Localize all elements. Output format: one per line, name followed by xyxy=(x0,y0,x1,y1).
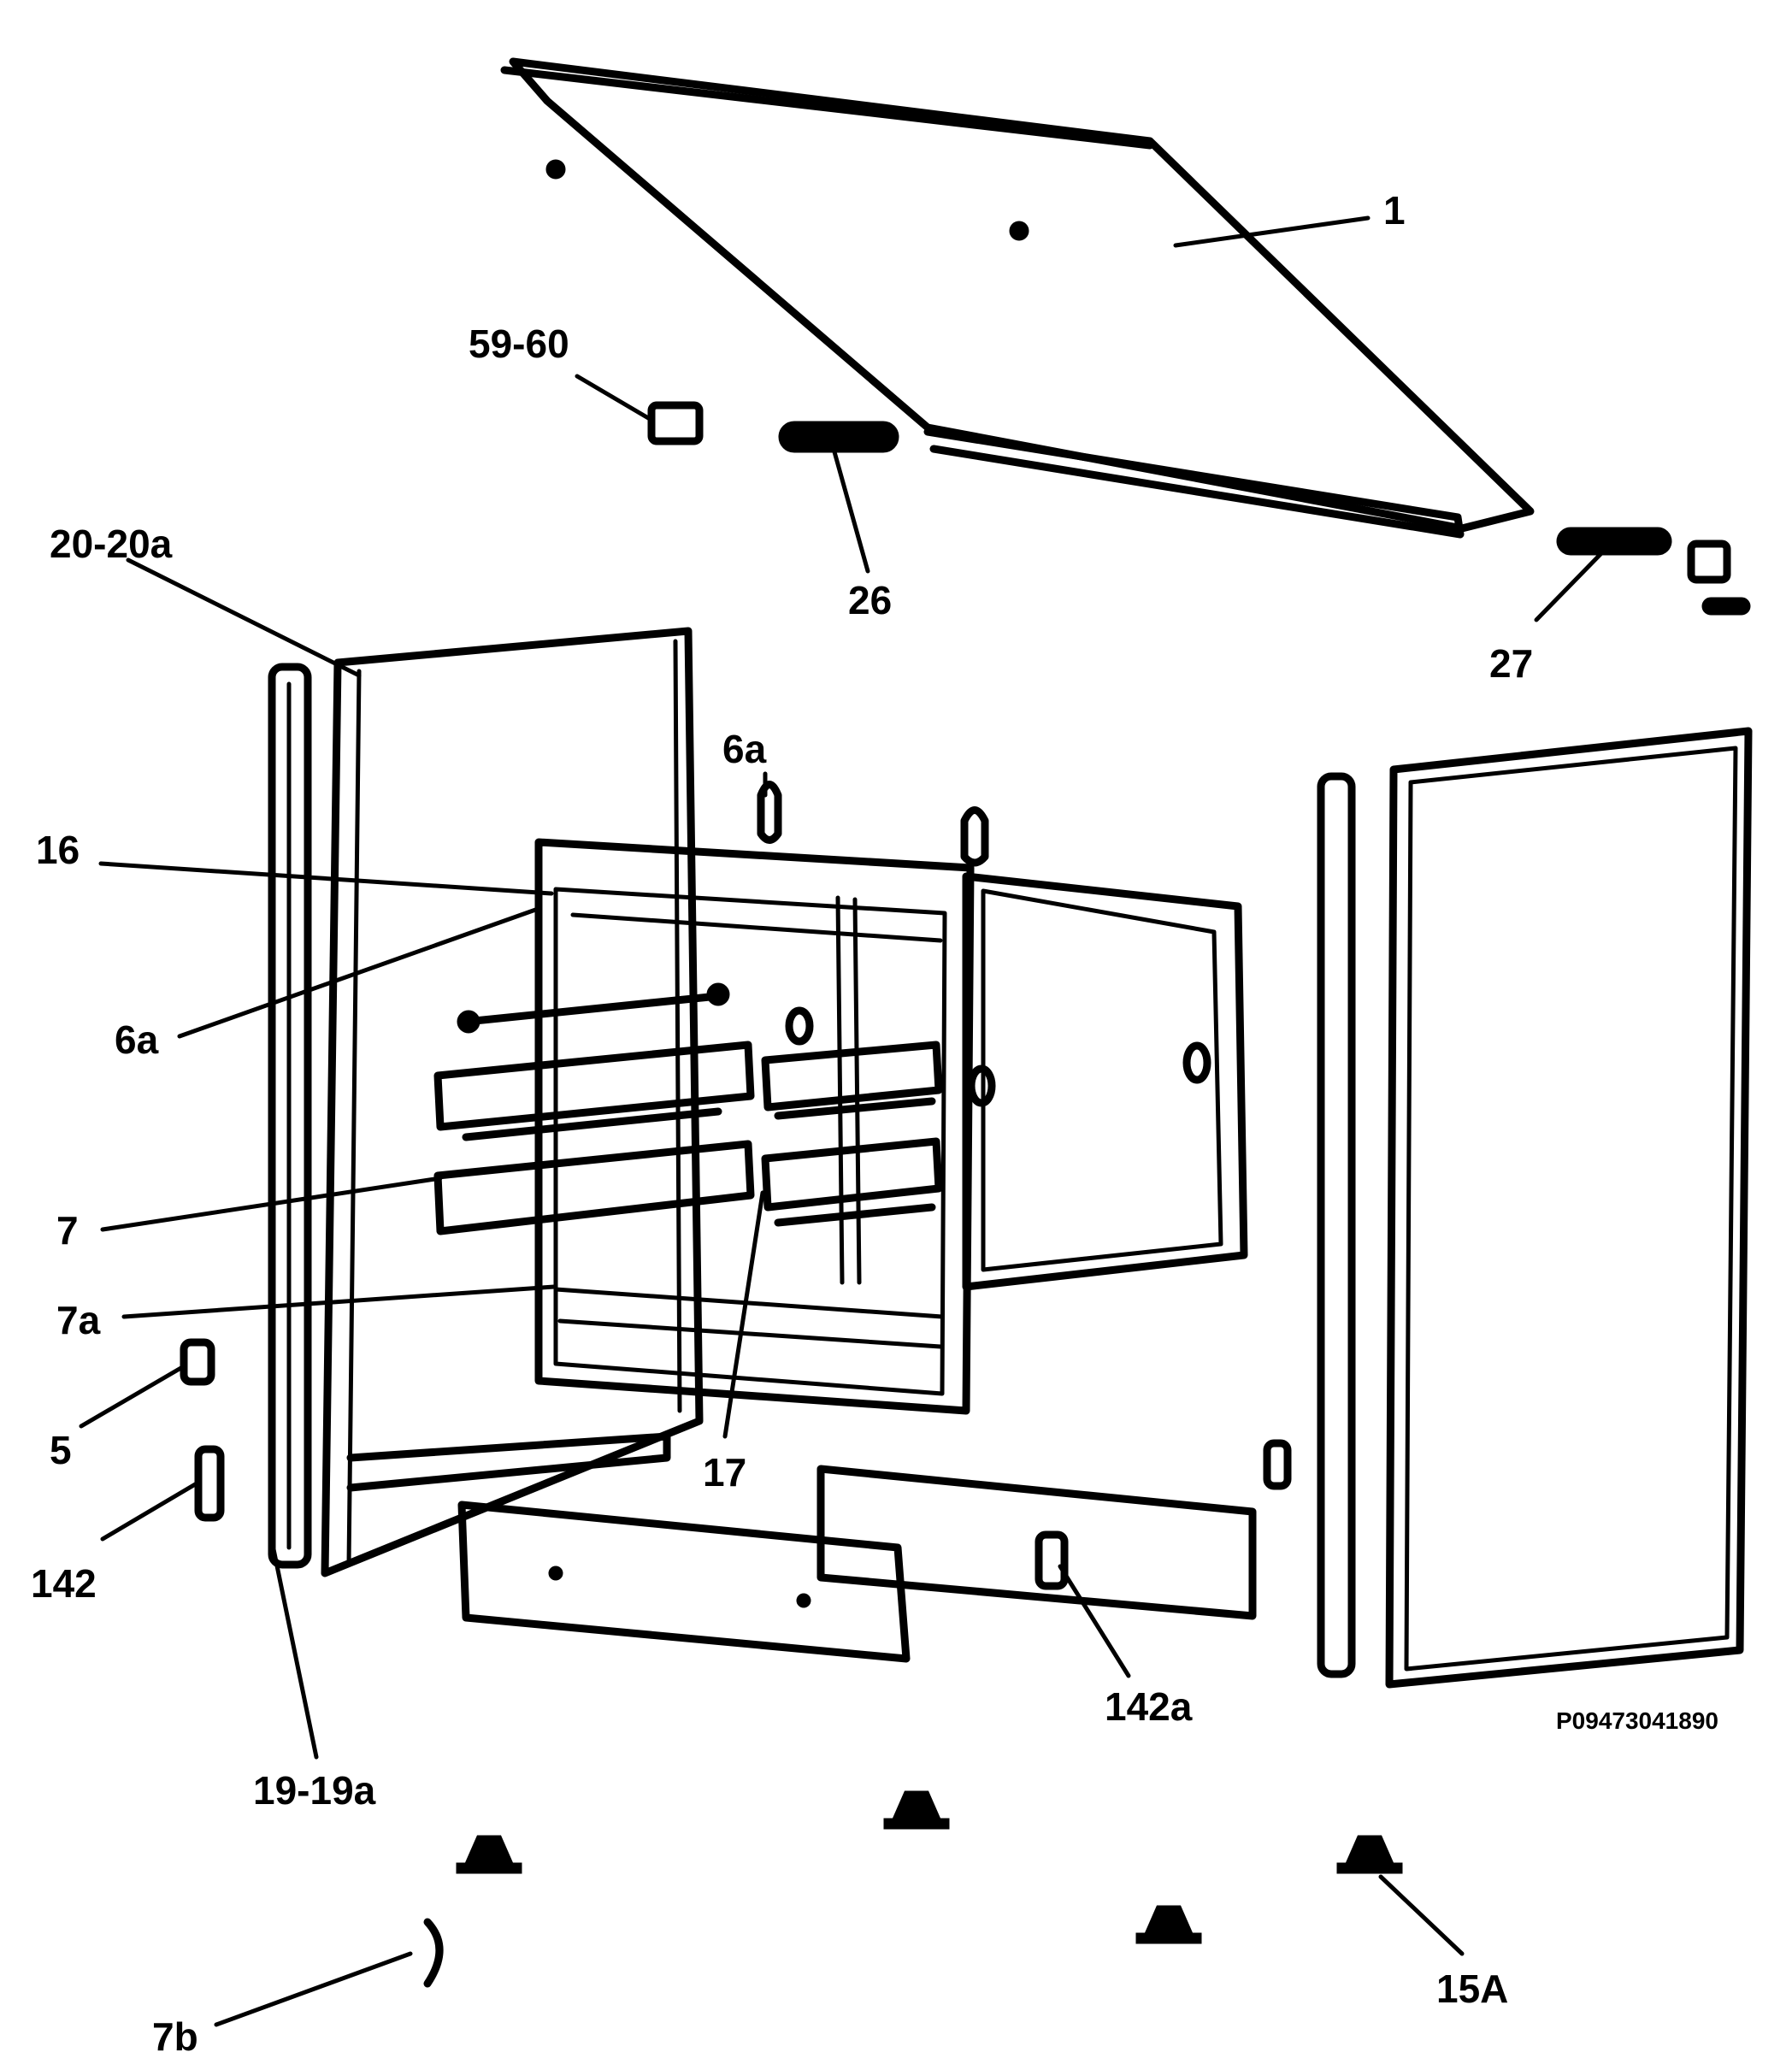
top-panel-part xyxy=(500,57,1535,539)
clip-part-142 xyxy=(194,1445,225,1522)
clip-part-7b xyxy=(423,1918,444,1988)
front-frame-part xyxy=(534,838,975,1415)
left-side-strip-part xyxy=(268,663,312,1569)
heating-element-right xyxy=(761,1041,943,1227)
foot-part xyxy=(456,1790,1403,1944)
label-6a-top: 6a xyxy=(722,727,767,771)
label-15A: 15A xyxy=(1436,1966,1508,2011)
oven-cavity-part xyxy=(962,872,1248,1291)
rear-hinge-part xyxy=(1556,527,1751,616)
label-16: 16 xyxy=(36,828,80,872)
top-clip-part xyxy=(757,781,989,867)
label-19-19a: 19-19a xyxy=(253,1768,376,1813)
label-7a: 7a xyxy=(56,1298,101,1342)
label-20-20a: 20-20a xyxy=(50,522,173,566)
left-side-panel-part xyxy=(321,627,704,1577)
label-5: 5 xyxy=(50,1428,72,1472)
label-59-60: 59-60 xyxy=(469,321,569,366)
bottom-front-panel-part xyxy=(457,1501,911,1663)
part-labels: 1 59-60 26 27 20-20a 6a 16 6a 7 7a 5 142… xyxy=(31,188,1718,2052)
label-6a-left: 6a xyxy=(115,1017,159,1062)
heating-element-left xyxy=(433,982,755,1235)
right-side-strip-part xyxy=(1317,772,1356,1678)
label-1: 1 xyxy=(1383,188,1406,233)
drawing-code: P09473041890 xyxy=(1556,1707,1718,1734)
label-142: 142 xyxy=(31,1561,97,1606)
leader-lines xyxy=(79,215,1610,2027)
label-17: 17 xyxy=(703,1450,746,1495)
label-142a: 142a xyxy=(1105,1684,1193,1729)
label-7b: 7b xyxy=(152,2014,198,2052)
label-26: 26 xyxy=(848,578,892,622)
right-side-panel-part xyxy=(1385,727,1753,1689)
label-27: 27 xyxy=(1489,641,1533,686)
hinge-bar-part xyxy=(778,421,899,453)
label-7: 7 xyxy=(56,1208,79,1253)
clip-part-right xyxy=(1263,1439,1292,1490)
clip-part-5 xyxy=(180,1338,215,1386)
bottom-rear-panel-part xyxy=(816,1465,1257,1620)
small-bracket-part xyxy=(647,401,704,445)
